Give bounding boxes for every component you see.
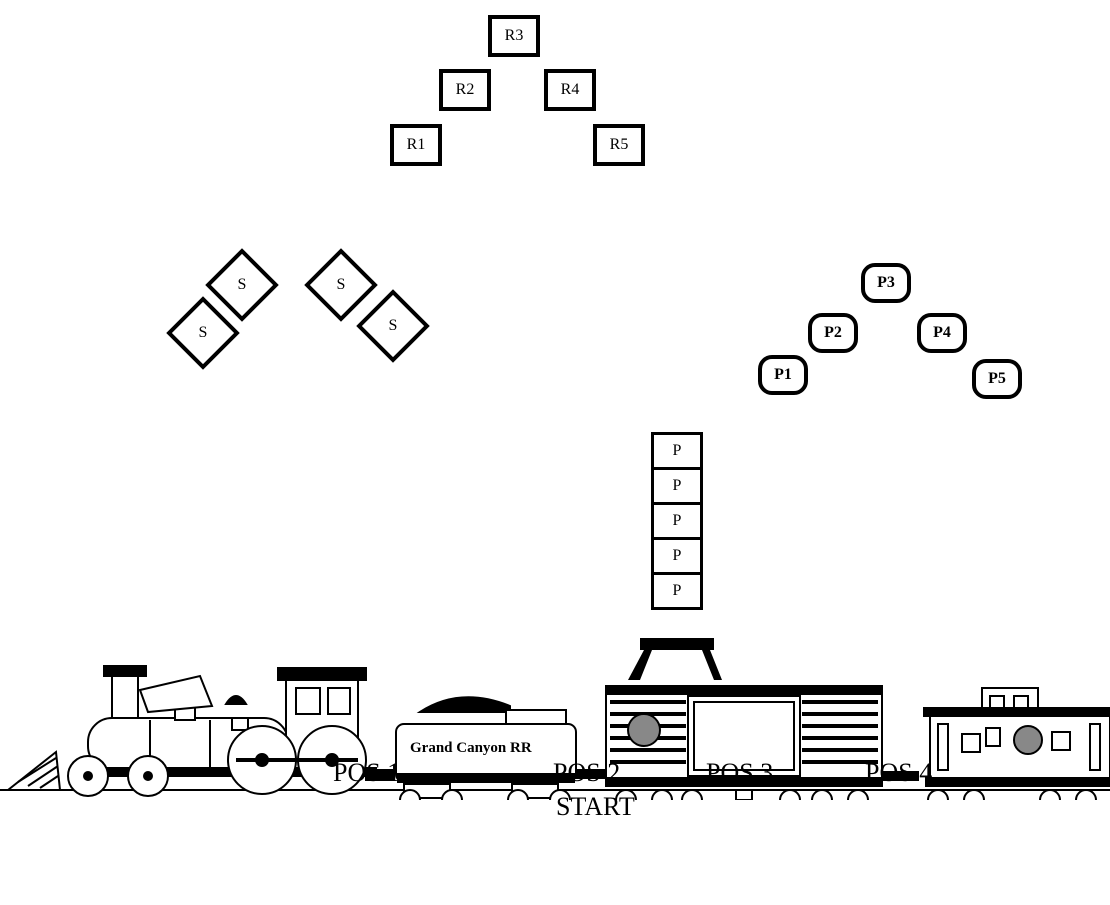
p-stack-cell-2: P <box>651 467 703 505</box>
tender <box>395 696 607 800</box>
p-stack-cell-4: P <box>651 537 703 575</box>
boxcar <box>605 685 919 800</box>
p-stack-cell-3: P <box>651 502 703 540</box>
r5-box: R5 <box>593 124 645 166</box>
r3-box: R3 <box>488 15 540 57</box>
locomotive <box>5 665 395 797</box>
p1-pill: P1 <box>758 355 808 395</box>
pos-4-label: POS 4 <box>865 758 933 787</box>
loading-stand <box>628 638 722 680</box>
caboose <box>923 687 1110 800</box>
p-stack: P P P P P <box>651 432 703 610</box>
pos-1-label: POS 1 <box>333 758 401 787</box>
r1-box: R1 <box>390 124 442 166</box>
r2-box: R2 <box>439 69 491 111</box>
p5-pill: P5 <box>972 359 1022 399</box>
s-label-3: S <box>336 276 346 293</box>
s-label-4: S <box>388 317 398 334</box>
p-stack-cell-1: P <box>651 432 703 470</box>
train-illustration: Grand Canyon RR <box>0 638 1110 800</box>
start-label: START <box>556 792 635 821</box>
p3-pill: P3 <box>861 263 911 303</box>
r4-box: R4 <box>544 69 596 111</box>
s-label-1: S <box>237 276 247 293</box>
p2-pill: P2 <box>808 313 858 353</box>
p-stack-cell-5: P <box>651 572 703 610</box>
p4-pill: P4 <box>917 313 967 353</box>
s-label-2: S <box>198 324 208 341</box>
tender-label: Grand Canyon RR <box>410 740 532 756</box>
pos-2-label: POS 2 <box>553 758 621 787</box>
pos-3-label: POS 3 <box>706 758 774 787</box>
